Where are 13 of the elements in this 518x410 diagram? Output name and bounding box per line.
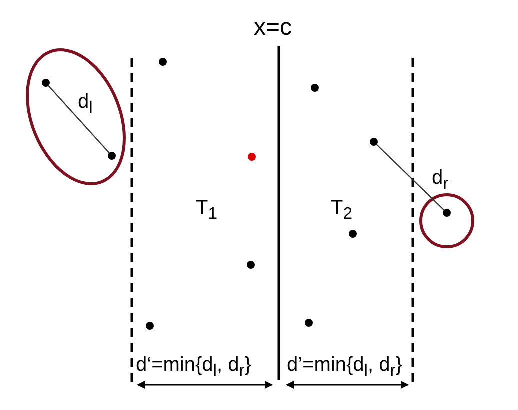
point bbox=[443, 209, 451, 217]
region-label: T$_{2}$ bbox=[331, 198, 352, 223]
distance-label: d‘=min{d$_{l}$, d$_{r}$} bbox=[136, 355, 252, 380]
point bbox=[42, 79, 50, 87]
edge-label: d$_{r}$ bbox=[432, 168, 449, 193]
connector-line bbox=[48, 86, 110, 154]
region-label: T$_{1}$ bbox=[196, 198, 218, 223]
axis-label: x=c bbox=[254, 16, 292, 40]
connector-line bbox=[376, 144, 445, 211]
point bbox=[370, 138, 378, 146]
point bbox=[108, 152, 116, 160]
edge-label: d$_{l}$ bbox=[78, 92, 93, 117]
distance-label: d’=min{d$_{l}$, d$_{r}$} bbox=[287, 355, 402, 380]
